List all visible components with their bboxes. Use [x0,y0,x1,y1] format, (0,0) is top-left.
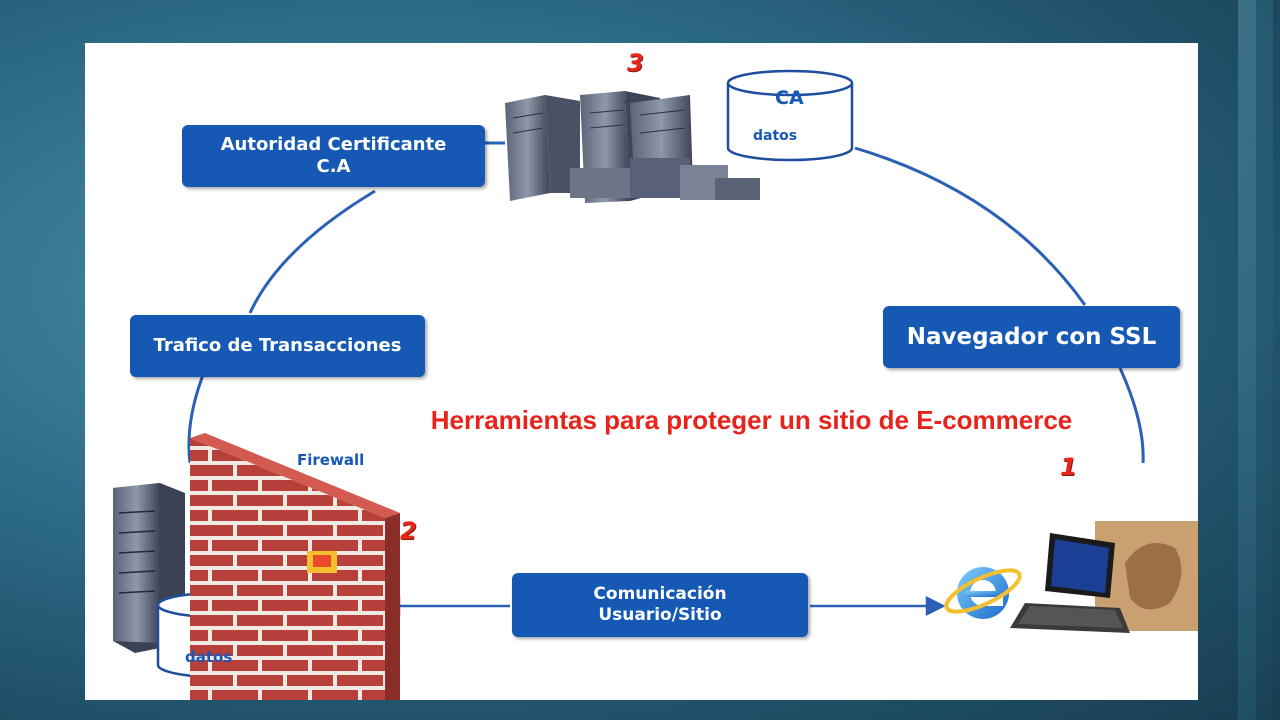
firewall-brick-wall-icon [190,433,400,700]
step-number-1: 1 [1060,453,1077,481]
step-number-2: 2 [400,517,417,545]
step-number-3: 3 [627,49,644,77]
cycle-connectors [187,141,1145,464]
database-cylinder-icon [726,69,854,162]
navegador-box: Navegador con SSL [883,306,1180,368]
ca-box-line2: C.A [316,156,351,177]
diagram-slide: Autoridad Certificante C.A Trafico de Tr… [85,43,1198,700]
trafico-box-label: Trafico de Transacciones [153,334,402,356]
background-streak [1255,0,1273,720]
comunicacion-box-line1: Comunicación [593,583,727,604]
right-arrow-head [925,595,946,617]
laptop-icon [1010,521,1198,633]
page-title: Herramientas para proteger un sitio de E… [430,405,1073,435]
navegador-box-label: Navegador con SSL [906,323,1157,350]
connector-ca-to-trafico [248,189,376,314]
ca-box-line1: Autoridad Certificante [220,133,447,155]
ca-db-label-top: CA [775,87,804,109]
server-rack-icon [505,91,760,203]
diagram-canvas [113,69,1198,700]
site-db-label: datos [185,648,233,666]
comunicacion-box: Comunicación Usuario/Sitio [512,573,808,637]
background-streak [1238,0,1256,720]
connector-trafico-to-firewall [187,374,205,464]
connector-navegador-to-1 [1118,367,1145,464]
ca-db-label-bottom: datos [753,128,798,144]
connector-ca-db-to-navegador [854,146,1087,306]
ca-box: Autoridad Certificante C.A [182,125,485,187]
trafico-box: Trafico de Transacciones [130,315,425,377]
comunicacion-box-line2: Usuario/Sitio [598,605,722,625]
firewall-label: Firewall [297,451,365,469]
internet-explorer-icon [944,567,1022,619]
